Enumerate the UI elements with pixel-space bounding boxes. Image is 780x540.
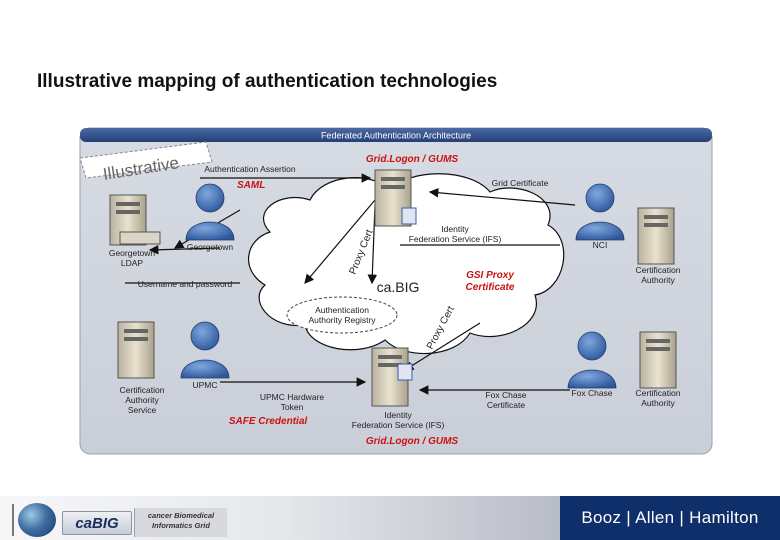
gridlogon-bottom: Grid.Logon / GUMS [366, 436, 459, 447]
server-ifs-top [374, 169, 417, 227]
cabig-tagline: cancer Biomedical Informatics Grid [134, 508, 227, 537]
gridlogon-top: Grid.Logon / GUMS [366, 154, 459, 165]
edge-saml: SAML [237, 180, 265, 191]
cloud-label: ca.BIG [377, 279, 420, 295]
registry-ellipse [286, 296, 398, 334]
ifs-bottom-label-1: Identity [384, 410, 412, 420]
ca-right-bottom-label-2: Authority [641, 398, 675, 408]
diagram-header-bar [80, 128, 712, 142]
footer-mid-band [290, 496, 560, 540]
edge-username-password: Username and password [138, 279, 233, 289]
nci-label: NCI [593, 240, 608, 250]
people [180, 183, 625, 389]
ifs-bottom-label-2: Federation Service (IFS) [352, 420, 445, 430]
slide-title: Illustrative mapping of authentication t… [37, 71, 498, 92]
cabig-tagline-2: Informatics Grid [152, 521, 210, 530]
diagram-header: Federated Authentication Architecture [321, 131, 471, 141]
fox-chase-label: Fox Chase [571, 388, 612, 398]
edge-fox-cert-1: Fox Chase [485, 390, 526, 400]
ifs-top-label-2: Federation Service (IFS) [409, 234, 502, 244]
edge-gsi-proxy-1: GSI Proxy [466, 270, 514, 281]
georgetown-ldap-label-2: LDAP [121, 258, 144, 268]
server-ca-right-top [637, 207, 675, 265]
edge-safe: SAFE Credential [229, 416, 308, 427]
server-ca-right-bottom [639, 331, 677, 389]
upmc-label: UPMC [192, 380, 217, 390]
georgetown-ldap-label-1: Georgetown [109, 248, 156, 258]
person-georgetown-icon [185, 183, 235, 241]
georgetown-user-label: Georgetown [187, 242, 234, 252]
booz-allen-hamilton-logo: Booz | Allen | Hamilton [560, 496, 780, 540]
edge-grid-cert: Grid Certificate [492, 178, 549, 188]
person-nci-icon [575, 183, 625, 241]
ca-left-label-1: Certification [120, 385, 165, 395]
ca-left-label-2: Authority [125, 395, 159, 405]
edge-upmc-token-2: Token [281, 402, 304, 412]
cabig-logo: caBIG [62, 511, 132, 535]
footer-divider [12, 504, 14, 536]
connection-arrows [125, 173, 576, 395]
edge-gsi-proxy-2: Certificate [466, 282, 515, 293]
person-upmc-icon [180, 321, 230, 379]
server-ifs-bottom [371, 347, 413, 407]
edge-auth-assertion: Authentication Assertion [204, 164, 295, 174]
cabig-tagline-1: cancer Biomedical [147, 511, 215, 520]
edge-upmc-token-1: UPMC Hardware [260, 392, 325, 402]
ca-right-top-label-1: Certification [636, 265, 681, 275]
registry-label-1: Authentication [315, 305, 369, 315]
server-ca-left [117, 321, 155, 379]
registry-label-2: Authority Registry [308, 315, 376, 325]
ifs-top-label-1: Identity [441, 224, 469, 234]
ca-right-bottom-label-1: Certification [636, 388, 681, 398]
edge-fox-cert-2: Certificate [487, 400, 526, 410]
globe-icon [18, 503, 56, 537]
server-georgetown-ldap [109, 194, 161, 246]
architecture-diagram: Federated Authentication Architecture ca… [79, 127, 713, 455]
ca-left-label-3: Service [128, 405, 157, 415]
ca-right-top-label-2: Authority [641, 275, 675, 285]
person-fox-chase-icon [567, 331, 617, 389]
